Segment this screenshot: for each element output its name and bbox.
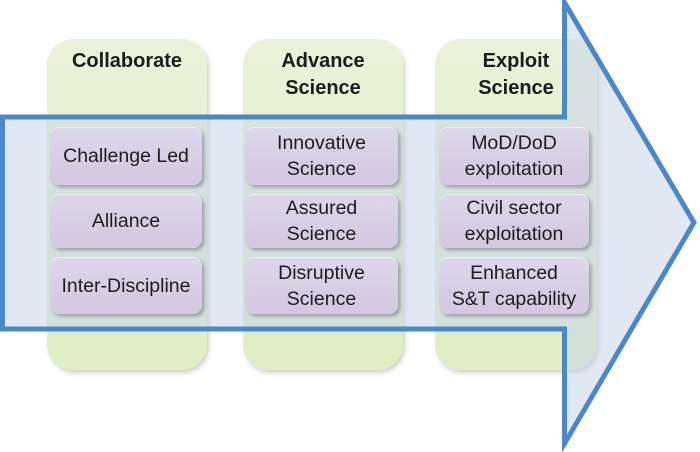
stage-header: Collaborate	[71, 50, 183, 72]
stage-item: Alliance	[50, 194, 202, 248]
stage-item: Civil sector exploitation	[439, 194, 589, 248]
stage-item: Disruptive Science	[245, 257, 398, 314]
stage-header: Exploit Science	[478, 50, 554, 99]
stage-item: Innovative Science	[245, 127, 398, 185]
stage-header: Advance Science	[281, 50, 365, 99]
stage-item: MoD/DoD exploitation	[439, 127, 589, 185]
stage-item: Enhanced S&T capability	[439, 257, 589, 314]
stage-item: Assured Science	[245, 194, 398, 248]
stage-item: Inter-Discipline	[50, 257, 202, 314]
stage-item: Challenge Led	[50, 127, 202, 185]
